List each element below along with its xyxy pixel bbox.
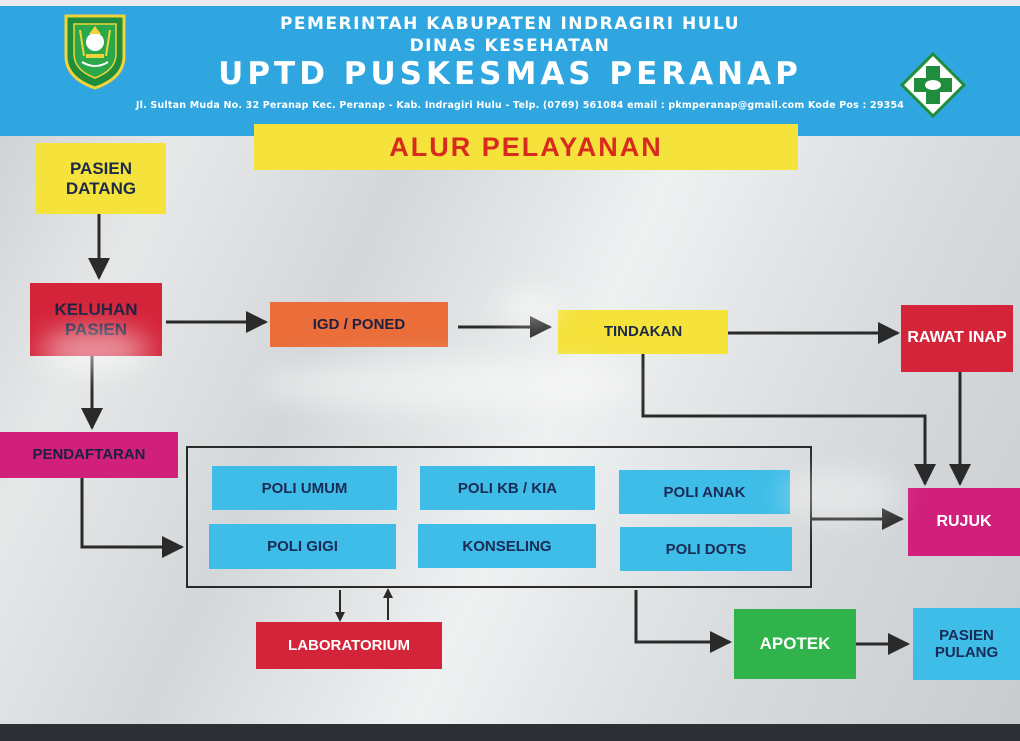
arrow-tindakan-to-rujuk (641, 353, 936, 486)
header-agency-line: DINAS KESEHATAN (409, 36, 611, 56)
node-tindakan: TINDAKAN (558, 310, 728, 354)
arrow-poli-to-apotek (634, 590, 732, 653)
poli-group-frame (186, 446, 812, 588)
regency-coat-of-arms-icon (64, 14, 126, 90)
title-bar (254, 124, 798, 170)
node-pasien-datang: PASIEN DATANG (36, 143, 166, 214)
poli-konseling: KONSELING (418, 524, 596, 568)
header-banner (0, 6, 1020, 136)
poli-kb-kia: POLI KB / KIA (420, 466, 595, 510)
header-puskesmas-name: UPTD PUSKESMAS PERANAP (218, 56, 802, 92)
poli-anak: POLI ANAK (619, 470, 790, 514)
top-strip (0, 0, 1020, 6)
header-address-line: Jl. Sultan Muda No. 32 Peranap Kec. Pera… (135, 100, 905, 111)
puskesmas-cross-icon (900, 52, 966, 118)
node-rawat-inap: RAWAT INAP (901, 305, 1013, 372)
node-laboratorium: LABORATORIUM (256, 622, 442, 669)
arrow-pendaftaran-to-poli (80, 478, 184, 558)
header-government-line: PEMERINTAH KABUPATEN INDRAGIRI HULU (279, 14, 741, 34)
node-pasien-pulang: PASIEN PULANG (913, 608, 1020, 680)
poli-gigi: POLI GIGI (209, 524, 396, 569)
node-igd-poned: IGD / PONED (270, 302, 448, 347)
node-pendaftaran: PENDAFTARAN (0, 432, 178, 478)
poli-umum: POLI UMUM (212, 466, 397, 510)
page-title: ALUR PELAYANAN (389, 132, 663, 162)
poli-dots: POLI DOTS (620, 527, 792, 571)
bottom-frame-edge (0, 724, 1020, 741)
node-keluhan-pasien: KELUHAN PASIEN (30, 283, 162, 356)
node-rujuk: RUJUK (908, 488, 1020, 556)
node-apotek: APOTEK (734, 609, 856, 679)
